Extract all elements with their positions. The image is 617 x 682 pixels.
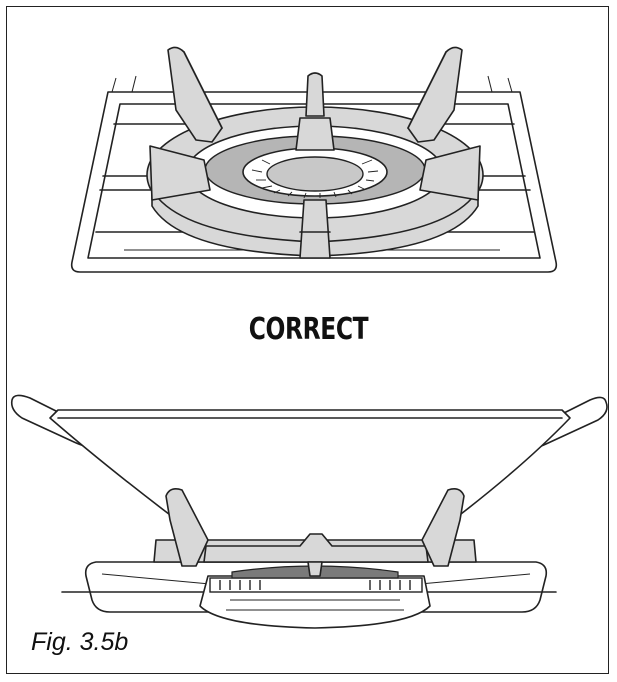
burner-cap <box>266 156 364 192</box>
top-view-burner-assembly <box>70 46 558 273</box>
burner-ports <box>251 159 379 199</box>
figure-caption: Fig. 3.5b <box>31 628 129 656</box>
support-front-rim <box>151 189 479 257</box>
support-prongs <box>149 46 481 259</box>
support-side <box>153 488 477 577</box>
status-label-correct: CORRECT <box>248 312 369 347</box>
burner-side <box>199 565 431 629</box>
side-view-wok-assembly <box>10 394 608 629</box>
